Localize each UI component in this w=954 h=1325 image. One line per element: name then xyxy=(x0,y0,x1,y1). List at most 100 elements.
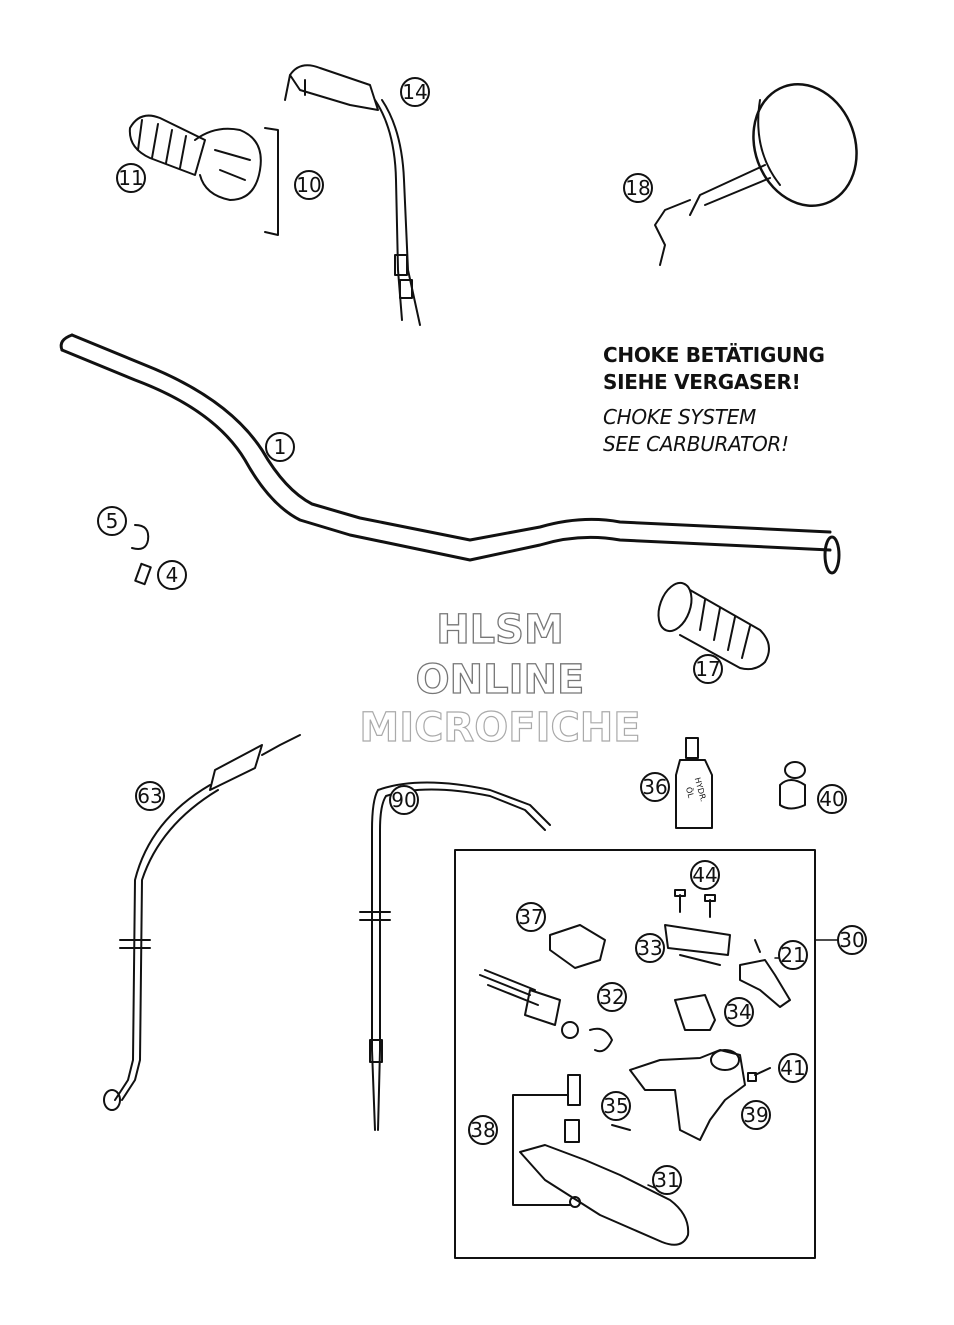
mirror xyxy=(654,83,858,266)
callout-38: 38 xyxy=(468,1115,498,1145)
callout-44: 44 xyxy=(690,860,720,890)
callout-90: 90 xyxy=(389,785,419,815)
callout-label: 33 xyxy=(637,936,662,960)
callout-circle xyxy=(693,654,723,684)
callout-35: 35 xyxy=(601,1091,631,1121)
callout-label: 32 xyxy=(599,985,624,1009)
callout-10: 10 xyxy=(294,170,324,200)
callout-39: 39 xyxy=(741,1100,771,1130)
cover-33 xyxy=(664,924,731,966)
brake-lever-31 xyxy=(519,1144,690,1246)
piston-kit-32 xyxy=(479,969,613,1053)
callout-label: 1 xyxy=(274,435,287,459)
callout-30: 30 xyxy=(837,925,867,955)
throttle-grip xyxy=(128,114,279,236)
callout-circle xyxy=(265,432,295,462)
callout-label: 90 xyxy=(391,788,416,812)
callout-circle xyxy=(724,997,754,1027)
callout-label: 40 xyxy=(819,787,844,811)
callout-circle xyxy=(640,772,670,802)
master-cylinder-39 xyxy=(629,1049,746,1141)
note-de-line1: CHOKE BETÄTIGUNG xyxy=(603,343,825,367)
bracket-34 xyxy=(674,994,716,1031)
callout-circle xyxy=(468,1115,498,1145)
circlip xyxy=(131,524,150,550)
callout-label: 30 xyxy=(839,928,864,952)
callout-circle xyxy=(400,77,430,107)
watermark-line3: MICROFICHE xyxy=(359,704,641,751)
callout-40: 40 xyxy=(817,784,847,814)
callout-circle xyxy=(135,781,165,811)
callout-label: 36 xyxy=(642,775,667,799)
callout-41: 41 xyxy=(778,1053,808,1083)
watermark-line1: HLSM xyxy=(436,606,565,653)
callout-33: 33 xyxy=(635,933,665,963)
brake-assembly-box xyxy=(454,849,816,1259)
callout-circle xyxy=(97,506,127,536)
callout-label: 39 xyxy=(743,1103,768,1127)
screw-41 xyxy=(747,1067,771,1082)
pin xyxy=(134,562,152,586)
pivot-bolt-38 xyxy=(512,1074,581,1206)
callout-label: 14 xyxy=(402,80,427,104)
callout-circle xyxy=(601,1091,631,1121)
callout-label: 31 xyxy=(654,1168,679,1192)
callout-label: 63 xyxy=(137,784,162,808)
callout-37: 37 xyxy=(516,902,546,932)
callout-circle xyxy=(778,1053,808,1083)
lever-21 xyxy=(739,939,791,1008)
callout-32: 32 xyxy=(597,982,627,1012)
hydraulic-oil-bottle xyxy=(675,737,713,829)
callout-circle xyxy=(597,982,627,1012)
callout-circle xyxy=(817,784,847,814)
callout-label: 38 xyxy=(470,1118,495,1142)
note-en-line1: CHOKE SYSTEM xyxy=(603,405,756,429)
callout-circle xyxy=(837,925,867,955)
callout-label: 44 xyxy=(692,863,717,887)
callout-label: 4 xyxy=(166,563,179,587)
callout-circle xyxy=(516,902,546,932)
callout-circle xyxy=(741,1100,771,1130)
callout-11: 11 xyxy=(116,163,146,193)
left-grip xyxy=(657,581,770,671)
callout-label: 11 xyxy=(118,166,143,190)
callout-label: 10 xyxy=(296,173,321,197)
callout-31: 31 xyxy=(652,1165,682,1195)
callout-14: 14 xyxy=(400,77,430,107)
callout-63: 63 xyxy=(135,781,165,811)
callout-circle xyxy=(652,1165,682,1195)
callout-17: 17 xyxy=(693,654,723,684)
callout-21: 21 xyxy=(778,940,808,970)
callout-label: 18 xyxy=(625,176,650,200)
clamp xyxy=(779,761,806,810)
callout-1: 1 xyxy=(265,432,295,462)
lever-bracket-37 xyxy=(549,924,606,969)
callout-circle xyxy=(635,933,665,963)
screws-44 xyxy=(674,889,716,918)
callout-label: 35 xyxy=(603,1094,628,1118)
callout-label: 5 xyxy=(106,509,119,533)
clutch-cable xyxy=(359,781,551,1131)
hot-start-cable xyxy=(103,734,301,1111)
callout-18: 18 xyxy=(623,173,653,203)
watermark-line2: ONLINE xyxy=(415,656,585,703)
callouts: 1451011141718213031323334353637383940414… xyxy=(97,77,867,1195)
callout-5: 5 xyxy=(97,506,127,536)
callout-circle xyxy=(157,560,187,590)
callout-label: 37 xyxy=(518,905,543,929)
spring-35 xyxy=(611,1124,631,1131)
handlebar xyxy=(59,333,841,575)
callout-label: 41 xyxy=(780,1056,805,1080)
callout-label: 34 xyxy=(726,1000,751,1024)
note-de-line2: SIEHE VERGASER! xyxy=(603,370,801,394)
choke-note: CHOKE BETÄTIGUNG SIEHE VERGASER! CHOKE S… xyxy=(603,342,923,458)
callout-circle xyxy=(294,170,324,200)
callout-circle xyxy=(778,940,808,970)
callout-circle xyxy=(116,163,146,193)
callout-label: 21 xyxy=(780,943,805,967)
note-en-line2: SEE CARBURATOR! xyxy=(603,432,789,456)
callout-36: 36 xyxy=(640,772,670,802)
callout-circle xyxy=(690,860,720,890)
callout-circle xyxy=(623,173,653,203)
callout-circle xyxy=(389,785,419,815)
